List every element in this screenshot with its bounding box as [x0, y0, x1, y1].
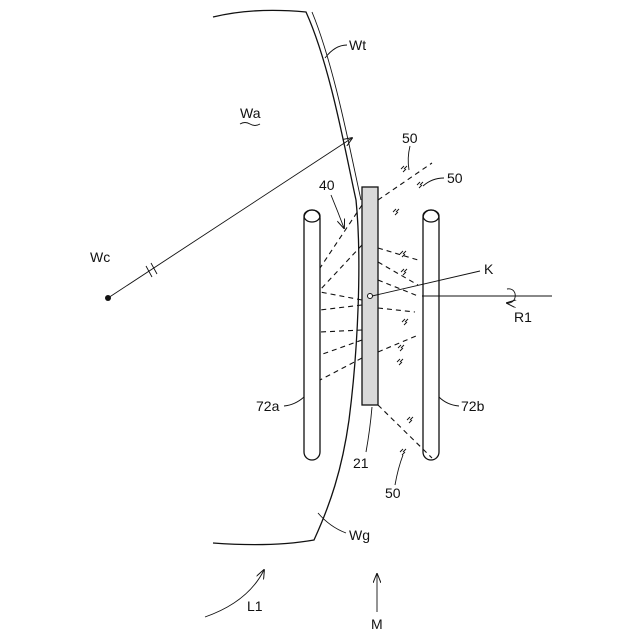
label-50-top: 50	[402, 130, 418, 146]
radius-break-mark	[146, 266, 152, 277]
label-wc: Wc	[90, 249, 110, 265]
brush-72b-top	[423, 210, 439, 222]
radius-line	[108, 138, 352, 298]
spray-line	[378, 336, 416, 352]
spray-line	[378, 308, 415, 312]
label-72a: 72a	[256, 398, 280, 414]
arrow-40	[331, 195, 344, 228]
label-21: 21	[353, 455, 369, 471]
spray-line	[320, 245, 362, 290]
leader-72a	[284, 397, 304, 406]
brush-72a-top	[304, 210, 320, 222]
brush-72a	[304, 210, 320, 460]
label-wg: Wg	[349, 527, 370, 543]
label-wt: Wt	[349, 37, 366, 53]
leader-50-top	[408, 146, 410, 170]
radius-break-mark	[151, 263, 157, 274]
tilde-wa	[240, 123, 260, 126]
label-50-bottom: 50	[385, 485, 401, 501]
leader-wt	[325, 45, 347, 58]
spray-line	[320, 292, 362, 300]
leader-50-bottom	[395, 455, 403, 485]
leader-21	[366, 407, 372, 452]
leader-50-right	[423, 178, 444, 186]
spray-line	[320, 305, 362, 310]
spray-line	[320, 330, 362, 332]
leader-72b	[439, 397, 459, 406]
label-40: 40	[319, 177, 335, 193]
center-point-wc	[105, 295, 111, 301]
leader-wg	[318, 513, 346, 533]
label-k: K	[484, 261, 494, 277]
spray-line	[378, 248, 418, 260]
spray-line	[320, 205, 362, 268]
label-72b: 72b	[461, 398, 485, 414]
label-l1: L1	[247, 598, 263, 614]
point-k	[368, 294, 373, 299]
label-50-right: 50	[447, 170, 463, 186]
spray-line	[320, 358, 362, 380]
label-wa: Wa	[240, 105, 261, 121]
label-r1: R1	[514, 309, 532, 325]
label-m: M	[371, 616, 383, 632]
spray-line	[378, 262, 418, 285]
brush-72b	[423, 210, 439, 460]
